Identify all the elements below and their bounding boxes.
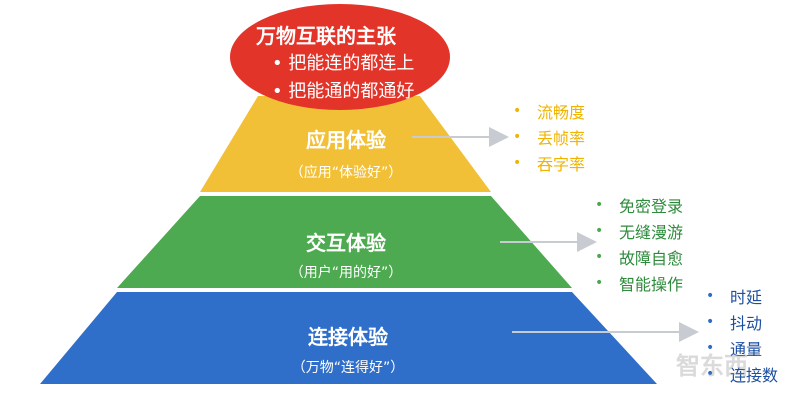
interaction-metric-label: 故障自愈 <box>619 249 684 268</box>
bullet-marker: • <box>595 223 604 239</box>
connection-metric-label: 时延 <box>730 288 763 307</box>
bullet-marker: • <box>595 197 604 213</box>
interaction-metric-list: • 免密登录 • 无缝漫游 • 故障自愈 • 智能操作 <box>595 192 683 296</box>
list-item: • 智能操作 <box>595 270 683 296</box>
tier-connection-band <box>40 292 657 384</box>
oval-bullet-2: • 把能通的都通好 <box>272 77 414 103</box>
connection-metric-list: • 时延 • 抖动 • 通量 • 连接数 <box>706 283 778 387</box>
bullet-marker: • <box>272 53 283 74</box>
oval-title: 万物互联的主张 <box>256 24 396 48</box>
list-item: • 连接数 <box>706 361 778 387</box>
app-metric-label: 吞字率 <box>537 155 586 174</box>
bullet-marker: • <box>706 366 715 382</box>
oval-shape <box>230 4 450 110</box>
bullet-marker: • <box>595 249 604 265</box>
list-item: • 时延 <box>706 283 778 309</box>
bullet-marker: • <box>595 275 604 291</box>
list-item: • 丢帧率 <box>513 124 585 150</box>
tier-connection-title: 连接体验 <box>308 325 388 349</box>
bullet-marker: • <box>272 81 283 102</box>
oval-bullet-text: 把能连的都连上 <box>288 53 415 74</box>
connection-metric-label: 通量 <box>730 340 763 359</box>
tier-connection-subtitle: （万物“连得好”） <box>291 360 405 376</box>
list-item: • 流畅度 <box>513 98 585 124</box>
interaction-metric-label: 智能操作 <box>619 275 684 294</box>
list-item: • 故障自愈 <box>595 244 683 270</box>
tier-interaction-title: 交互体验 <box>306 231 386 255</box>
list-item: • 通量 <box>706 335 778 361</box>
bullet-marker: • <box>706 314 715 330</box>
connection-metric-label: 抖动 <box>730 314 763 333</box>
tier-app-subtitle: （应用“体验好”） <box>289 165 403 181</box>
app-metric-label: 流畅度 <box>537 103 586 122</box>
list-item: • 无缝漫游 <box>595 218 683 244</box>
tier-app-band <box>200 96 491 192</box>
tier-interaction-subtitle: （用户“用的好”） <box>289 265 403 281</box>
connection-metric-label: 连接数 <box>730 366 779 385</box>
oval-bullet-text: 把能通的都通好 <box>288 81 415 102</box>
interaction-metric-label: 免密登录 <box>619 197 684 216</box>
interaction-metric-label: 无缝漫游 <box>619 223 684 242</box>
list-item: • 吞字率 <box>513 150 585 176</box>
oval-bullet-1: • 把能连的都连上 <box>272 49 414 75</box>
bullet-marker: • <box>706 288 715 304</box>
watermark-logo: 智东西 <box>676 352 748 380</box>
tier-interaction-band <box>117 196 572 288</box>
bullet-marker: • <box>706 340 715 356</box>
app-metric-label: 丢帧率 <box>537 129 586 148</box>
tier-app-title: 应用体验 <box>306 128 386 152</box>
bullet-marker: • <box>513 129 522 145</box>
list-item: • 抖动 <box>706 309 778 335</box>
bullet-marker: • <box>513 155 522 171</box>
app-metric-list: • 流畅度 • 丢帧率 • 吞字率 <box>513 98 585 176</box>
bullet-marker: • <box>513 103 522 119</box>
list-item: • 免密登录 <box>595 192 683 218</box>
